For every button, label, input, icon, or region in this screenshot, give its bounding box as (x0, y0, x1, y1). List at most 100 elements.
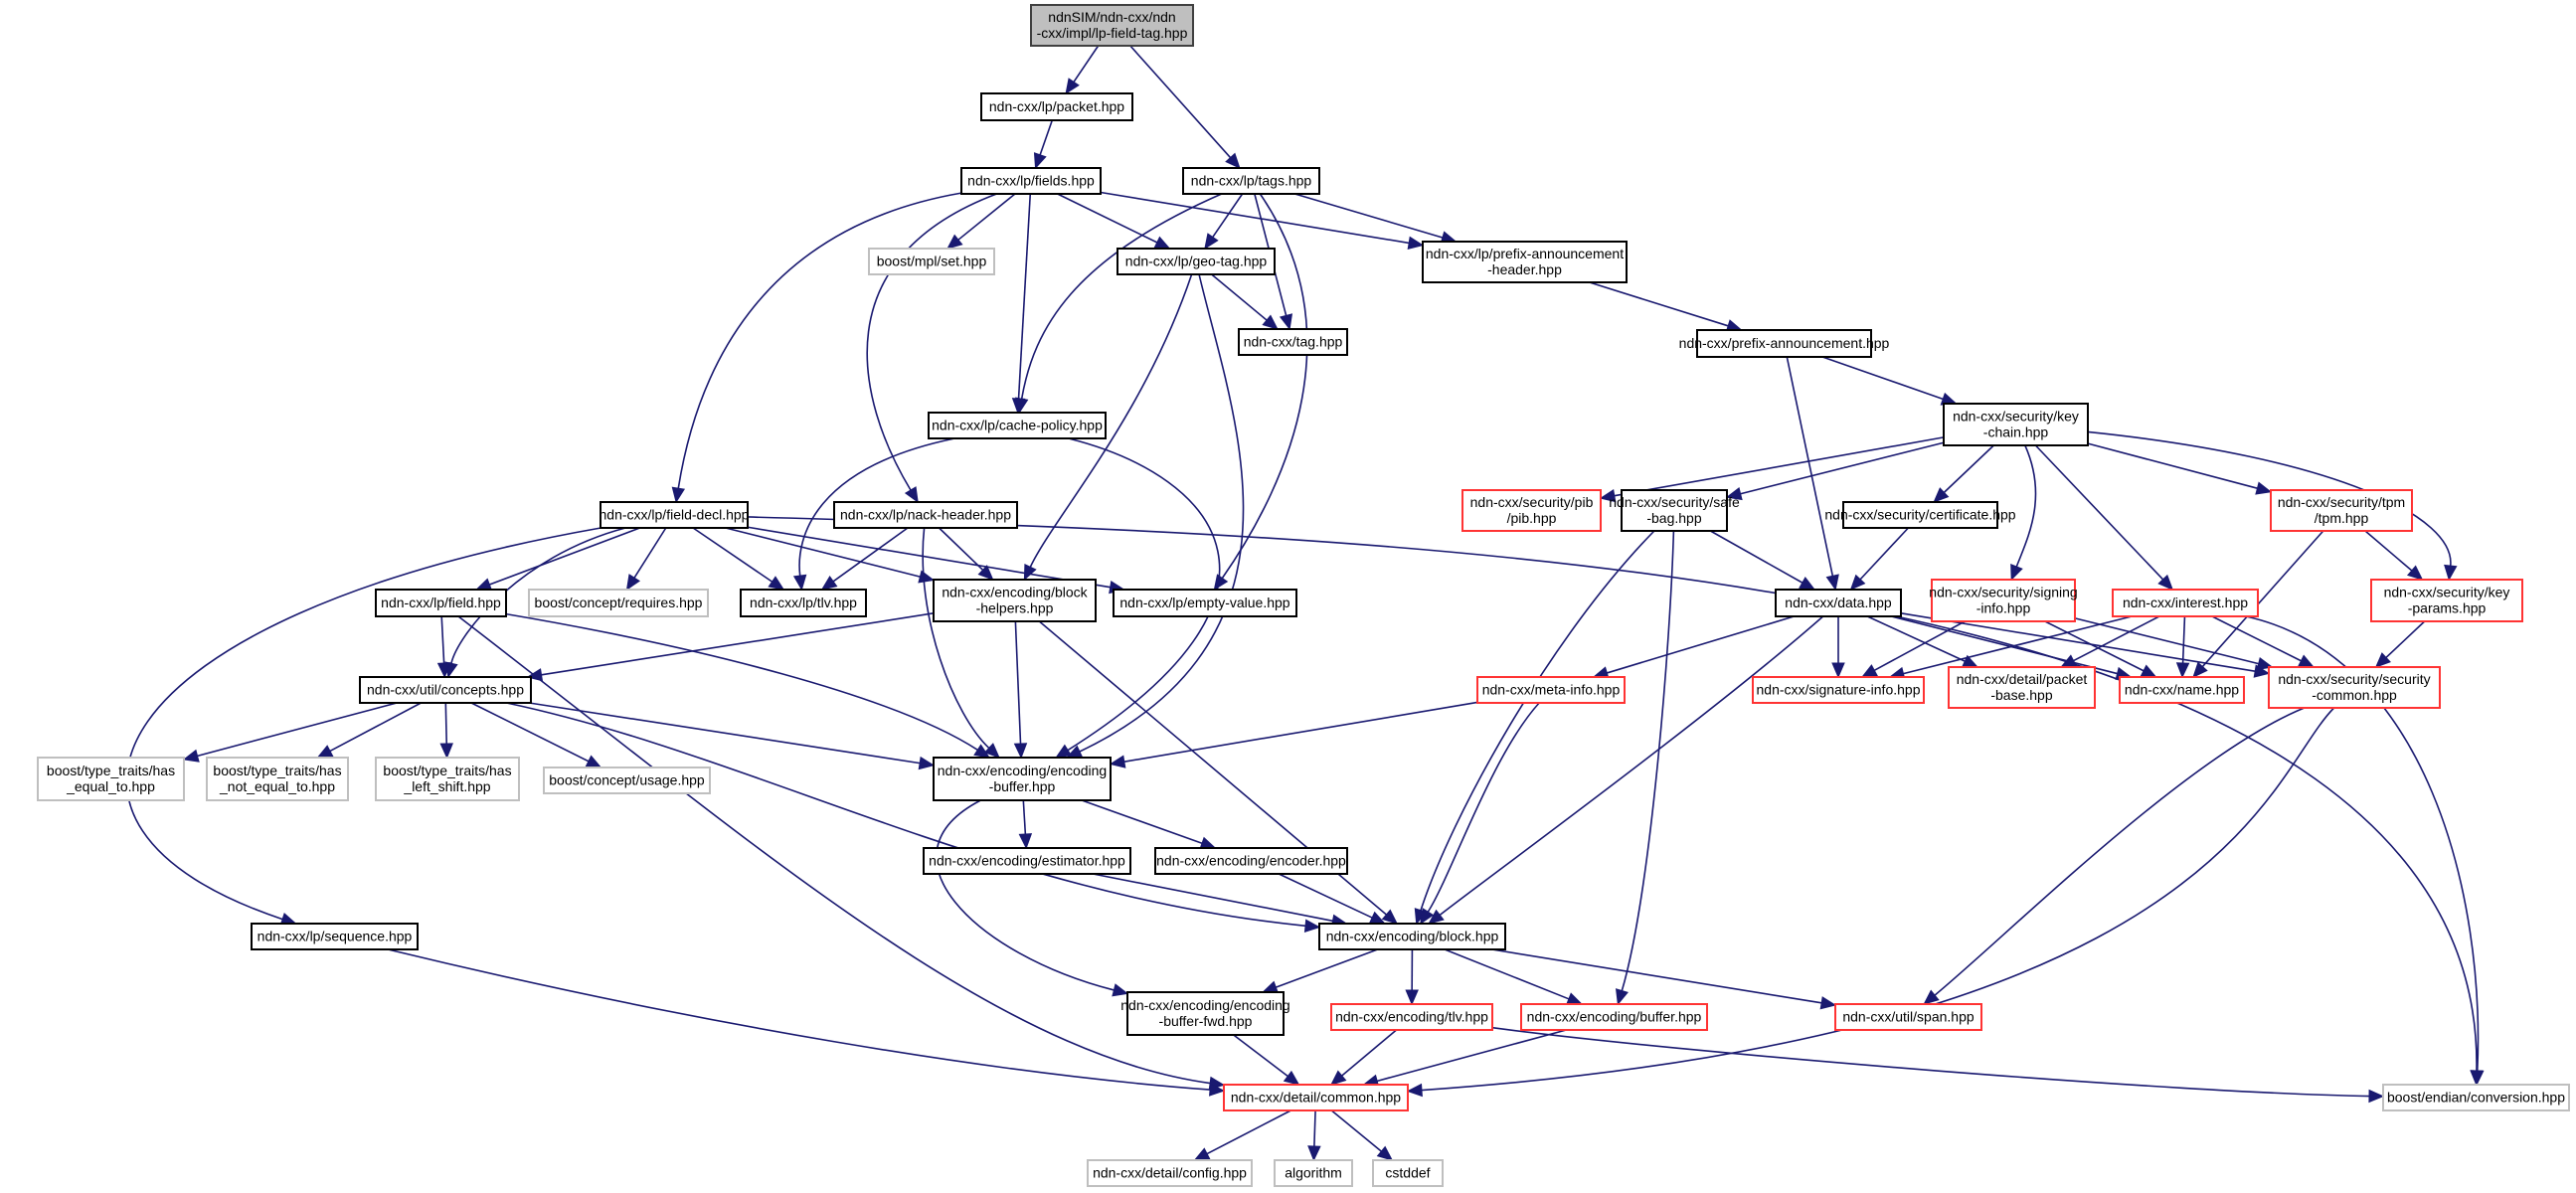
arrowhead-icon (2255, 481, 2273, 495)
edge-line (2201, 530, 2324, 668)
node-label: -cxx/impl/lp-field-tag.hpp (1037, 25, 1188, 41)
node-sequence[interactable]: ndn-cxx/lp/sequence.hpp (251, 923, 419, 950)
edge-encbuf-to-common (1362, 1029, 1567, 1088)
node-signinginfo[interactable]: ndn-cxx/security/signing-info.hpp (1929, 579, 2078, 622)
node-box (2382, 1084, 2570, 1111)
arrowhead-icon (1825, 574, 1839, 592)
edge-cachepolicy-to-lptlv (792, 437, 955, 592)
node-tags[interactable]: ndn-cxx/lp/tags.hpp (1182, 167, 1320, 195)
node-interest[interactable]: ndn-cxx/interest.hpp (2112, 589, 2259, 617)
edge-line (1313, 1109, 1316, 1147)
node-estimator[interactable]: ndn-cxx/encoding/estimator.hpp (923, 847, 1131, 875)
edge-line (747, 526, 1111, 589)
node-metainfo[interactable]: ndn-cxx/meta-info.hpp (1476, 676, 1626, 704)
arrowhead-icon (918, 756, 936, 770)
node-tag[interactable]: ndn-cxx/tag.hpp (1238, 328, 1348, 356)
edge-line (1934, 707, 2306, 996)
node-label: -params.hpp (2408, 600, 2487, 616)
edge-line (1341, 1029, 1398, 1077)
node-blockhelpers[interactable]: ndn-cxx/encoding/block-helpers.hpp (933, 579, 1097, 622)
node-signatureinfo[interactable]: ndn-cxx/signature-info.hpp (1752, 676, 1925, 704)
node-enctlv[interactable]: ndn-cxx/encoding/tlv.hpp (1330, 1003, 1493, 1031)
node-packet[interactable]: ndn-cxx/lp/packet.hpp (980, 92, 1133, 121)
edge-line (2034, 444, 2164, 581)
node-box (1476, 676, 1626, 704)
node-pa[interactable]: ndn-cxx/prefix-announcement.hpp (1679, 329, 1890, 358)
edge-keychain-to-tpm (2087, 442, 2273, 495)
node-label: ndn-cxx/encoding/estimator.hpp (929, 853, 1125, 869)
node-seccommon[interactable]: ndn-cxx/security/security-common.hpp (2268, 666, 2441, 709)
edge-encoder-to-block (1278, 873, 1386, 925)
node-nackheader[interactable]: ndn-cxx/lp/nack-header.hpp (833, 501, 1018, 529)
edge-metainfo-to-encbuffer (1109, 701, 1478, 768)
edge-keyparams-to-seccommon (2374, 620, 2426, 668)
edge-line (1866, 615, 1966, 662)
arrowhead-icon (1381, 909, 1399, 925)
node-label: boost/type_traits/has (383, 763, 511, 778)
arrowhead-icon (1831, 662, 1845, 679)
node-label: ndn-cxx/encoding/encoder.hpp (1156, 853, 1346, 869)
node-bufferfwd[interactable]: ndn-cxx/encoding/encoding-buffer-fwd.hpp (1120, 991, 1290, 1036)
node-geotag[interactable]: ndn-cxx/lp/geo-tag.hpp (1116, 248, 1276, 275)
node-encoder[interactable]: ndn-cxx/encoding/encoder.hpp (1154, 847, 1348, 875)
node-field[interactable]: ndn-cxx/lp/field.hpp (375, 589, 507, 617)
edge-line (440, 615, 445, 664)
edge-line (1444, 948, 1570, 1000)
edge-tags-to-cachepolicy (1015, 193, 1223, 415)
node-cachepolicy[interactable]: ndn-cxx/lp/cache-policy.hpp (928, 412, 1107, 439)
node-encbuffer[interactable]: ndn-cxx/encoding/encoding-buffer.hpp (933, 757, 1112, 801)
arrowhead-icon (904, 486, 919, 504)
node-common[interactable]: ndn-cxx/detail/common.hpp (1223, 1084, 1409, 1111)
node-emptyvalue[interactable]: ndn-cxx/lp/empty-value.hpp (1113, 589, 1297, 617)
node-safebag[interactable]: ndn-cxx/security/safe-bag.hpp (1609, 489, 1740, 532)
arrowhead-icon (1193, 1147, 1211, 1161)
arrowhead-icon (1225, 152, 1241, 169)
node-concepts[interactable]: ndn-cxx/util/concepts.hpp (359, 676, 532, 704)
node-label: ndn-cxx/lp/sequence.hpp (258, 929, 413, 944)
node-keyparams[interactable]: ndn-cxx/security/key-params.hpp (2370, 579, 2523, 622)
node-box (600, 501, 749, 529)
edge-line (2073, 615, 2160, 662)
node-keychain[interactable]: ndn-cxx/security/key-chain.hpp (1943, 403, 2089, 446)
edge-line (1100, 191, 1410, 245)
arrowhead-icon (1307, 1145, 1321, 1162)
edge-line (444, 702, 448, 745)
edge-line (1607, 615, 1795, 674)
node-label: ndn-cxx/security/security (2278, 671, 2430, 687)
edge-block-to-encbuf (1444, 948, 1584, 1005)
node-box (923, 847, 1131, 875)
node-name[interactable]: ndn-cxx/name.hpp (2119, 676, 2245, 704)
node-box (528, 589, 709, 617)
arrowhead-icon (1279, 313, 1293, 331)
edge-line (1294, 193, 1444, 239)
node-lptlv[interactable]: ndn-cxx/lp/tlv.hpp (740, 589, 867, 617)
node-block[interactable]: ndn-cxx/encoding/block.hpp (1318, 923, 1506, 950)
node-pib[interactable]: ndn-cxx/security/pib/pib.hpp (1461, 489, 1602, 532)
node-certificate[interactable]: ndn-cxx/security/certificate.hpp (1824, 501, 2016, 529)
node-usage: boost/concept/usage.hpp (543, 767, 711, 794)
edge-line (470, 702, 590, 763)
node-fields[interactable]: ndn-cxx/lp/fields.hpp (960, 167, 1102, 195)
edge-line (1073, 45, 1100, 83)
node-fielddecl[interactable]: ndn-cxx/lp/field-decl.hpp (600, 501, 750, 529)
edge-line (1491, 948, 1822, 1004)
node-box (740, 589, 867, 617)
node-mplset: boost/mpl/set.hpp (868, 248, 995, 275)
node-label: _left_shift.hpp (403, 778, 490, 794)
node-box (1238, 328, 1348, 356)
edge-line (1943, 444, 1994, 493)
edge-fields-to-cachepolicy (1011, 193, 1032, 415)
arrowhead-icon (316, 745, 334, 759)
node-tpm[interactable]: ndn-cxx/security/tpm/tpm.hpp (2270, 489, 2413, 532)
edge-tags-to-geotag (1204, 193, 1244, 251)
edge-line (1873, 620, 1966, 672)
node-box (1116, 248, 1276, 275)
node-data[interactable]: ndn-cxx/data.hpp (1775, 589, 1902, 617)
node-box (933, 757, 1112, 801)
node-encbuf[interactable]: ndn-cxx/encoding/buffer.hpp (1520, 1003, 1708, 1031)
arrowhead-icon (946, 234, 963, 250)
node-span[interactable]: ndn-cxx/util/span.hpp (1834, 1003, 1982, 1031)
node-pahdr[interactable]: ndn-cxx/lp/prefix-announcement-header.hp… (1422, 241, 1628, 283)
node-packetbase[interactable]: ndn-cxx/detail/packet-base.hpp (1948, 666, 2096, 709)
arrowhead-icon (1204, 233, 1219, 251)
